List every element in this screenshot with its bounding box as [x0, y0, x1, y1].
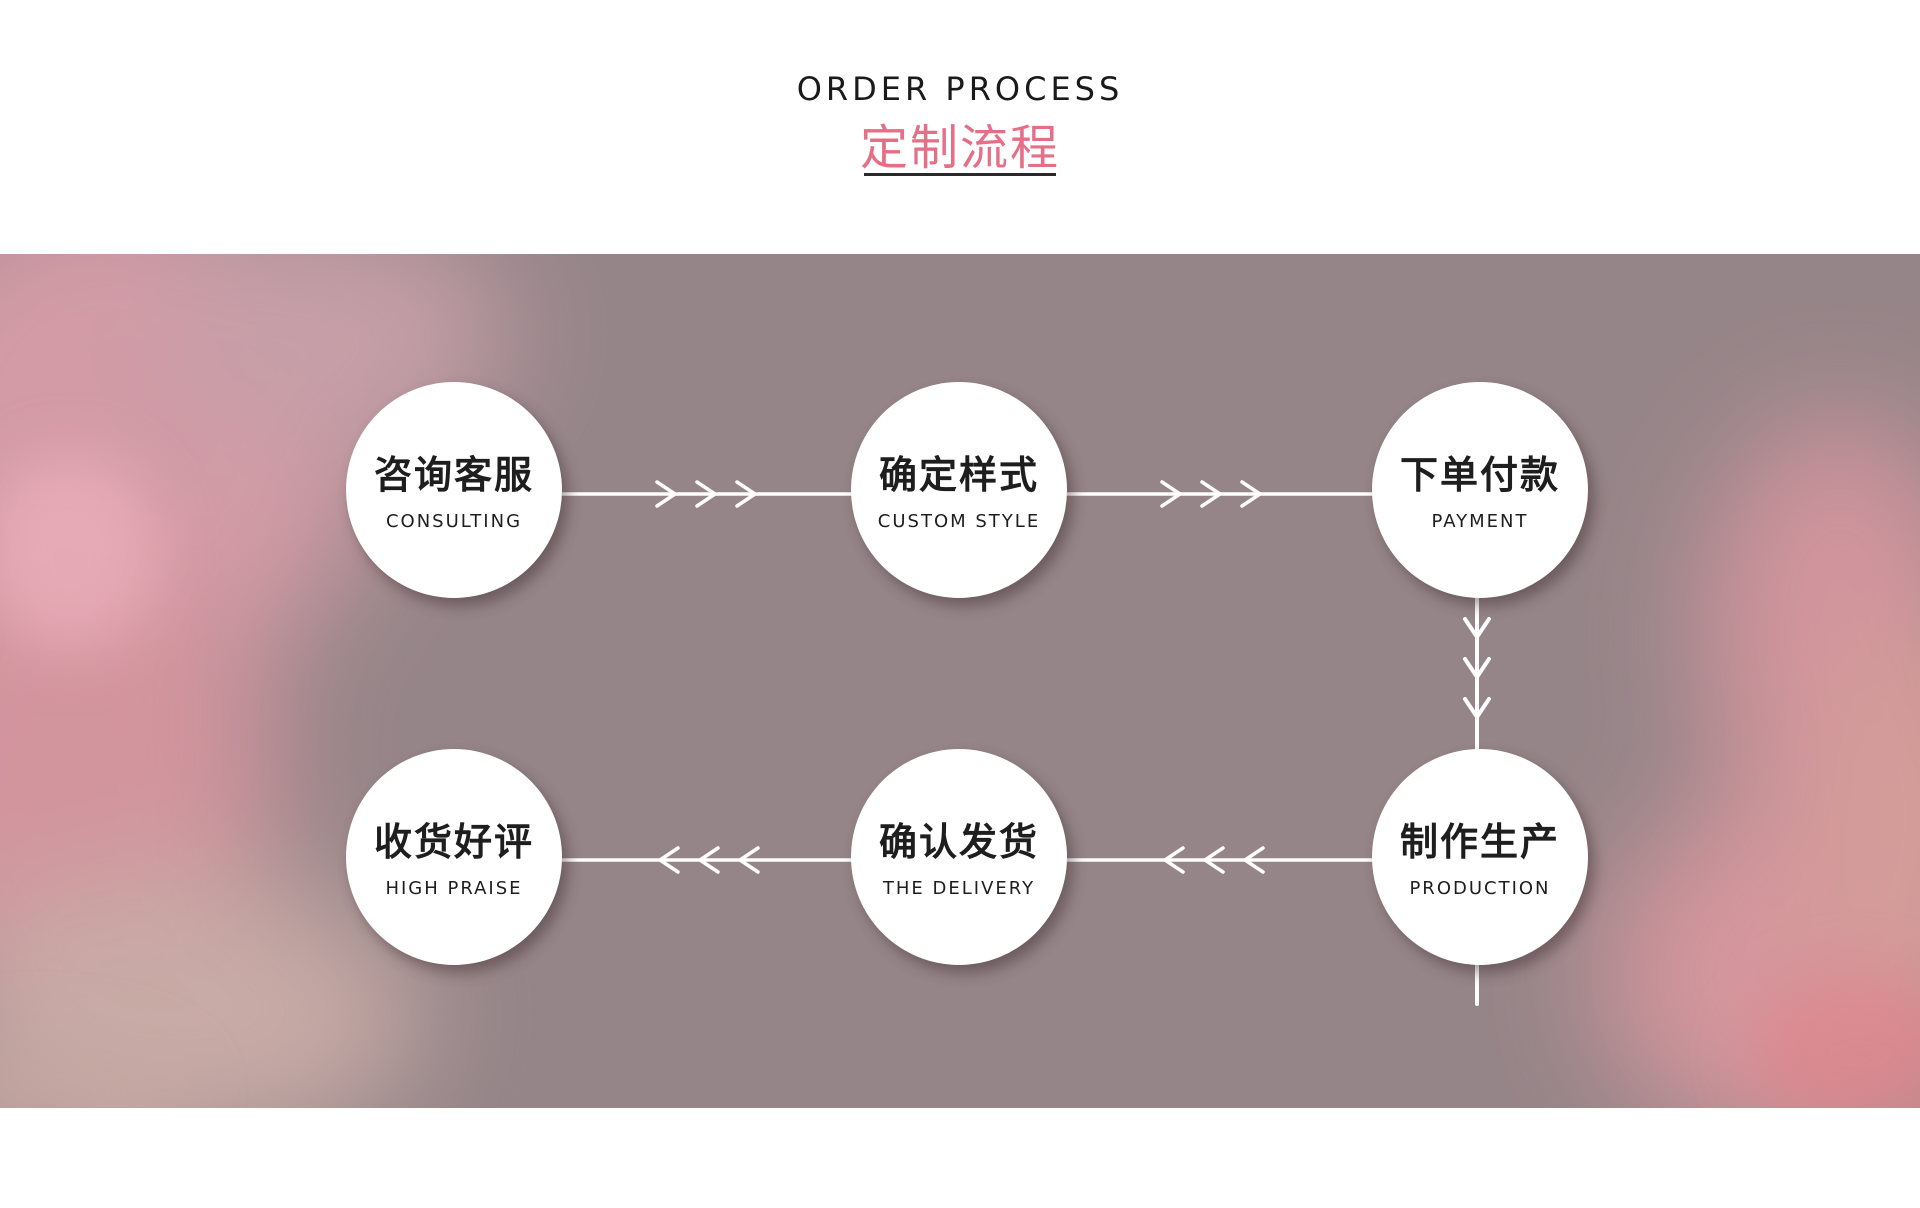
step-label-en: HIGH PRAISE — [385, 878, 523, 899]
step-consulting: 咨询客服 CONSULTING — [346, 382, 562, 598]
header: ORDER PROCESS 定制流程 — [0, 0, 1920, 254]
step-custom-style: 确定样式 CUSTOM STYLE — [851, 382, 1067, 598]
step-delivery: 确认发货 THE DELIVERY — [851, 749, 1067, 965]
title-english: ORDER PROCESS — [796, 70, 1124, 108]
step-label-zh: 确定样式 — [878, 453, 1039, 497]
step-label-en: CONSULTING — [385, 511, 523, 532]
flow-connectors — [560, 480, 1491, 1006]
step-label-en: CUSTOM STYLE — [877, 511, 1041, 532]
step-label-zh: 咨询客服 — [373, 453, 534, 497]
connector-2-3 — [1065, 480, 1374, 508]
connector-5-6 — [560, 846, 853, 874]
step-label-en: PAYMENT — [1431, 511, 1529, 532]
connector-4-5 — [1065, 846, 1374, 874]
connector-1-2 — [560, 480, 853, 508]
step-production: 制作生产 PRODUCTION — [1372, 749, 1588, 965]
step-label-en: THE DELIVERY — [882, 878, 1036, 899]
step-label-zh: 下单付款 — [1399, 453, 1560, 497]
step-label-zh: 制作生产 — [1399, 820, 1560, 864]
step-label-zh: 收货好评 — [373, 820, 534, 864]
title-chinese: 定制流程 — [859, 120, 1060, 176]
step-high-praise: 收货好评 HIGH PRAISE — [346, 749, 562, 965]
step-label-en: PRODUCTION — [1409, 878, 1551, 899]
step-payment: 下单付款 PAYMENT — [1372, 382, 1588, 598]
title-underline — [864, 173, 1056, 176]
step-label-zh: 确认发货 — [878, 820, 1039, 864]
